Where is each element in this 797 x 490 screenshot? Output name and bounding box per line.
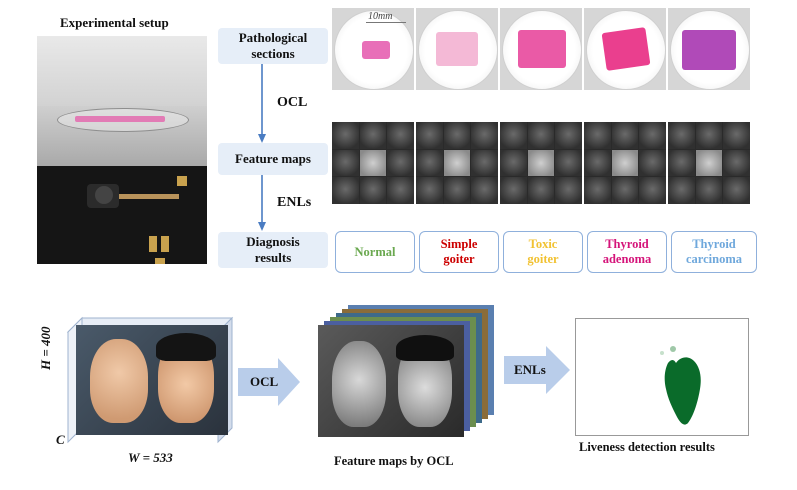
section-photo: 10mm — [332, 8, 414, 90]
stage-feature-maps: Feature maps — [218, 143, 328, 175]
feature-map-tile — [332, 122, 414, 204]
input-face-photo — [76, 325, 228, 435]
diagnosis-thyroid-carcinoma: Thyroid carcinoma — [671, 231, 757, 273]
stage-pathological-label: Pathological sections — [238, 30, 308, 61]
feature-map-tile — [584, 122, 666, 204]
section-photo — [668, 8, 750, 90]
diagnosis-thyroid-adenoma: Thyroid adenoma — [587, 231, 667, 273]
feature-map-front — [318, 325, 464, 437]
diagnosis-toxic-goiter: Toxic goiter — [503, 231, 583, 273]
diagnosis-label: Normal — [354, 244, 396, 259]
caption-feature-maps: Feature maps by OCL — [334, 454, 454, 468]
feature-map-tile — [500, 122, 582, 204]
top-flow-arrows — [258, 64, 266, 231]
scale-bar-label: 10mm — [368, 11, 393, 22]
tissue-sample — [362, 41, 390, 59]
diagnosis-label: Simple goiter — [440, 237, 478, 266]
tissue-sample — [682, 30, 736, 70]
diagnosis-simple-goiter: Simple goiter — [419, 231, 499, 273]
diagnosis-normal: Normal — [335, 231, 415, 273]
section-photo — [584, 8, 666, 90]
dim-channel-label: C — [56, 432, 65, 447]
arrow-label-enls-top: ENLs — [277, 195, 312, 210]
block-arrow-ocl-label: OCL — [250, 374, 279, 389]
setup-photo — [37, 36, 207, 264]
dim-width-label: W = 533 — [128, 450, 173, 465]
feature-map-tile — [416, 122, 498, 204]
dim-height-label: H = 400 — [38, 326, 53, 370]
liveness-mask — [660, 346, 701, 425]
stage-pathological-sections: Pathological sections — [218, 28, 328, 64]
feature-map-tile — [668, 122, 750, 204]
liveness-result-image — [575, 318, 749, 436]
tissue-sample — [436, 32, 478, 66]
stage-diagnosis-label: Diagnosis results — [246, 234, 300, 265]
arrow-label-ocl-top: OCL — [277, 95, 308, 110]
diagnosis-label: Toxic goiter — [527, 237, 559, 266]
caption-liveness-results: Liveness detection results — [579, 440, 715, 454]
setup-title: Experimental setup — [60, 15, 169, 30]
stage-diagnosis-results: Diagnosis results — [218, 232, 328, 268]
block-arrow-ocl — [238, 358, 300, 406]
diagnosis-label: Thyroid adenoma — [602, 237, 652, 266]
block-arrow-enls-label: ENLs — [514, 362, 546, 377]
block-arrow-enls — [504, 346, 570, 394]
tissue-sample — [601, 27, 651, 71]
section-photo — [500, 8, 582, 90]
tissue-sample — [518, 30, 566, 68]
stage-feature-maps-label: Feature maps — [235, 151, 311, 166]
diagnosis-label: Thyroid carcinoma — [685, 237, 742, 266]
section-photo — [416, 8, 498, 90]
